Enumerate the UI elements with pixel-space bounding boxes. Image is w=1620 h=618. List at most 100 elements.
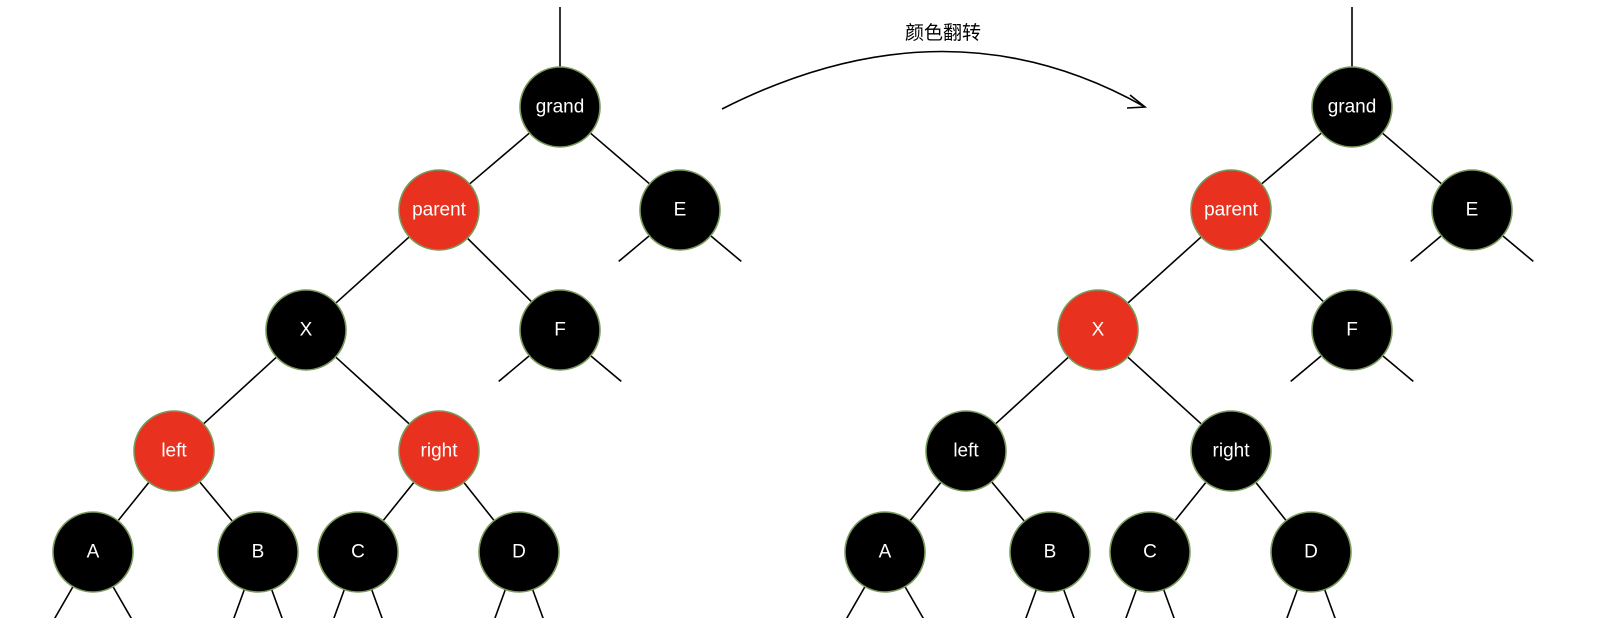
node-X: X bbox=[265, 289, 347, 371]
stub-edge-E-2 bbox=[1410, 235, 1442, 263]
node-E-label: E bbox=[674, 200, 687, 221]
node-parent: parent bbox=[1190, 169, 1272, 251]
edge-X-left bbox=[202, 356, 278, 425]
node-E-label: E bbox=[1466, 200, 1479, 221]
edge-left-B bbox=[198, 481, 234, 522]
node-left: left bbox=[133, 410, 215, 492]
node-B: B bbox=[1009, 511, 1091, 593]
node-A: A bbox=[52, 511, 134, 593]
edge-right-D bbox=[463, 481, 495, 522]
node-left-circle bbox=[133, 410, 215, 492]
stub-edge-D-11 bbox=[1323, 589, 1336, 618]
edge-right-D bbox=[1255, 481, 1287, 522]
stub-edge-D-12 bbox=[1286, 589, 1299, 618]
node-F-circle bbox=[519, 289, 601, 371]
node-B-circle bbox=[1009, 511, 1091, 593]
node-D-circle bbox=[478, 511, 560, 593]
node-F-circle bbox=[1311, 289, 1393, 371]
node-A-label: A bbox=[87, 542, 100, 563]
node-E: E bbox=[639, 169, 721, 251]
stub-edge-C-10 bbox=[333, 589, 346, 618]
stub-edge-B-7 bbox=[1062, 589, 1075, 618]
stub-edge-E-1 bbox=[710, 235, 742, 263]
node-parent-circle bbox=[398, 169, 480, 251]
node-grand-label: grand bbox=[1328, 97, 1377, 118]
node-A-label: A bbox=[879, 542, 892, 563]
stub-edge-B-7 bbox=[270, 589, 283, 618]
edge-left-A bbox=[909, 481, 942, 522]
node-D: D bbox=[478, 511, 560, 593]
node-right: right bbox=[398, 410, 480, 492]
stub-edge-D-11 bbox=[531, 589, 544, 618]
node-left-label: left bbox=[161, 441, 187, 462]
node-left-label: left bbox=[953, 441, 979, 462]
stub-edge-A-5 bbox=[112, 586, 133, 618]
node-D-label: D bbox=[1304, 542, 1318, 563]
node-E-circle bbox=[1431, 169, 1513, 251]
stub-edge-C-10 bbox=[1125, 589, 1138, 618]
node-B: B bbox=[217, 511, 299, 593]
node-C-circle bbox=[317, 511, 399, 593]
edge-X-left bbox=[994, 356, 1070, 425]
node-E: E bbox=[1431, 169, 1513, 251]
edge-X-right bbox=[335, 356, 410, 425]
node-right-label: right bbox=[421, 441, 459, 462]
stub-edge-E-1 bbox=[1502, 235, 1534, 263]
node-grand-label: grand bbox=[536, 97, 585, 118]
node-D-label: D bbox=[512, 542, 526, 563]
node-right: right bbox=[1190, 410, 1272, 492]
node-X: X bbox=[1057, 289, 1139, 371]
edge-left-A bbox=[117, 481, 150, 522]
stub-edge-A-5 bbox=[904, 586, 925, 618]
node-F: F bbox=[519, 289, 601, 371]
node-X-circle bbox=[265, 289, 347, 371]
edge-parent-X bbox=[335, 236, 410, 304]
node-left-circle bbox=[925, 410, 1007, 492]
edge-X-right bbox=[1127, 356, 1202, 425]
node-C: C bbox=[317, 511, 399, 593]
node-C-circle bbox=[1109, 511, 1191, 593]
stub-edge-C-9 bbox=[370, 589, 383, 618]
node-F: F bbox=[1311, 289, 1393, 371]
edge-parent-F bbox=[466, 237, 533, 303]
node-A: A bbox=[844, 511, 926, 593]
node-F-label: F bbox=[1346, 320, 1358, 341]
node-grand: grand bbox=[1311, 66, 1393, 148]
node-C-label: C bbox=[1143, 542, 1157, 563]
stub-edge-B-8 bbox=[233, 589, 246, 618]
edge-grand-parent bbox=[468, 132, 531, 185]
transition-caption: 颜色翻转 bbox=[905, 22, 981, 44]
node-F-label: F bbox=[554, 320, 566, 341]
node-B-circle bbox=[217, 511, 299, 593]
node-grand-circle bbox=[519, 66, 601, 148]
stub-edge-F-4 bbox=[1290, 355, 1322, 383]
stub-edge-E-2 bbox=[618, 235, 650, 263]
edge-right-C bbox=[1174, 481, 1207, 522]
edge-grand-E bbox=[1381, 132, 1443, 185]
edge-grand-E bbox=[589, 132, 651, 185]
transition-arrow-curve bbox=[721, 50, 1146, 110]
edge-left-B bbox=[990, 481, 1026, 522]
node-right-circle bbox=[1190, 410, 1272, 492]
node-E-circle bbox=[639, 169, 721, 251]
transition-arrow bbox=[721, 50, 1148, 110]
node-X-label: X bbox=[1092, 320, 1105, 341]
node-right-circle bbox=[398, 410, 480, 492]
stub-edge-B-8 bbox=[1025, 589, 1038, 618]
stub-edge-F-4 bbox=[498, 355, 530, 383]
stub-edge-C-9 bbox=[1162, 589, 1175, 618]
node-X-circle bbox=[1057, 289, 1139, 371]
node-X-label: X bbox=[300, 320, 313, 341]
edge-parent-X bbox=[1127, 236, 1202, 304]
edge-grand-parent bbox=[1260, 132, 1323, 185]
edge-parent-F bbox=[1258, 237, 1325, 303]
node-parent-label: parent bbox=[1204, 200, 1259, 221]
node-A-circle bbox=[52, 511, 134, 593]
stub-edge-A-6 bbox=[845, 586, 866, 618]
node-C-label: C bbox=[351, 542, 365, 563]
node-right-label: right bbox=[1213, 441, 1251, 462]
node-grand-circle bbox=[1311, 66, 1393, 148]
